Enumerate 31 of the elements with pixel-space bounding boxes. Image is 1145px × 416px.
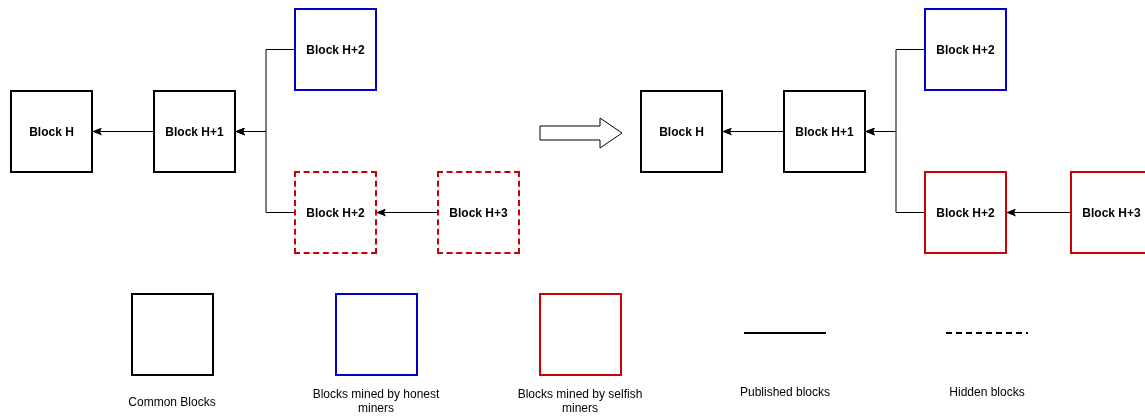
block-box bbox=[783, 90, 866, 173]
block-box bbox=[1070, 171, 1145, 254]
legend-label: Hidden blocks bbox=[948, 385, 1026, 399]
legend-label: Blocks mined by honest miners bbox=[311, 387, 441, 415]
block-label: Block H bbox=[29, 124, 74, 139]
block-label: Block H+1 bbox=[795, 124, 854, 139]
block-box bbox=[640, 90, 723, 173]
block-label: Block H+2 bbox=[306, 42, 365, 57]
block-label: Block H+2 bbox=[936, 205, 995, 220]
arrow bbox=[722, 127, 784, 136]
arrow bbox=[1006, 208, 1071, 217]
arrow bbox=[92, 127, 154, 136]
block-label: Block H+2 bbox=[306, 205, 365, 220]
block-label: Block H+3 bbox=[1082, 205, 1141, 220]
block-box bbox=[924, 8, 1007, 91]
arrow bbox=[235, 127, 295, 213]
block-box bbox=[10, 90, 93, 173]
block-label: Block H+1 bbox=[165, 124, 224, 139]
hidden-block-box bbox=[294, 171, 377, 254]
arrow bbox=[865, 127, 925, 213]
legend-label: Common Blocks bbox=[127, 395, 217, 409]
block-box bbox=[924, 171, 1007, 254]
block-box bbox=[294, 8, 377, 91]
legend-label: Published blocks bbox=[738, 385, 832, 399]
hidden-block-box bbox=[437, 171, 520, 254]
block-label: Block H+2 bbox=[936, 42, 995, 57]
block-label: Block H bbox=[659, 124, 704, 139]
block-box bbox=[153, 90, 236, 173]
arrow bbox=[376, 208, 438, 217]
block-label: Block H+3 bbox=[449, 205, 508, 220]
legend-label: Blocks mined by selfish miners bbox=[516, 387, 644, 415]
